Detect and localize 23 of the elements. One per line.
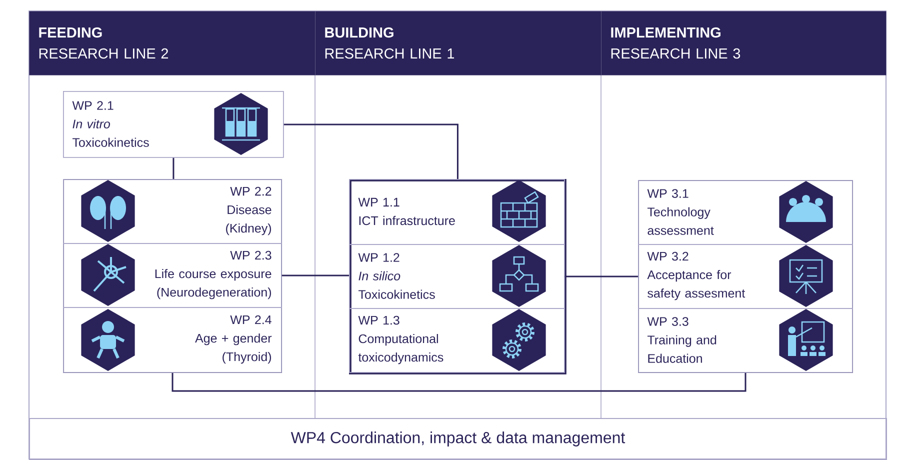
work-package-box: WP 2.1 In vitro Toxicokinetics (63, 91, 284, 158)
header-cell: BUILDING RESEARCH LINE 1 (315, 11, 602, 76)
coordination-band: WP4 Coordination, impact & data management (29, 418, 887, 460)
node-label: FEEDING (39, 27, 102, 38)
node-label: RESEARCH LINE 1 (325, 48, 454, 59)
connector-line (282, 274, 349, 276)
connector-line (564, 276, 638, 278)
work-package-box: WP 1.3 Computational toxicodynamics (349, 308, 565, 373)
node-label: RESEARCH LINE 2 (39, 48, 168, 59)
work-package-box: WP 2.3 Life course exposure (Neurodegeneration) (63, 243, 282, 308)
connector-line (284, 124, 458, 179)
work-package-box: WP 1.2 In silico Toxicokinetics (349, 244, 565, 309)
work-package-box: WP 1.1 ICT infrastructure (349, 179, 565, 245)
node-label: RESEARCH LINE 3 (611, 48, 740, 59)
connector-line (172, 373, 746, 392)
connector-line (172, 158, 174, 179)
work-package-box: WP 2.4 Age + gender (Thyroid) (63, 307, 282, 373)
node-label: BUILDING (325, 27, 394, 38)
work-package-box: WP 2.2 Disease (Kidney) (63, 179, 282, 244)
group-box (349, 179, 566, 374)
header-cell: FEEDING RESEARCH LINE 2 (29, 11, 316, 76)
node-label: IMPLEMENTING (611, 27, 720, 38)
header-cell: IMPLEMENTING RESEARCH LINE 3 (601, 11, 886, 76)
